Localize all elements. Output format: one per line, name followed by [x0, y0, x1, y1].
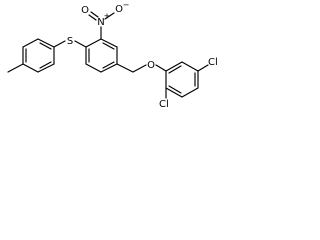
nitrogen-atom-label: N — [97, 17, 104, 28]
bond — [181, 87, 199, 98]
bond — [104, 12, 115, 20]
dichlorophenyl-ring — [165, 61, 209, 99]
double-bond — [168, 85, 182, 94]
methyl-bond — [7, 63, 24, 73]
bond — [165, 87, 183, 98]
toluene-ring — [7, 38, 55, 73]
double-bond — [88, 14, 97, 21]
bond — [100, 63, 118, 73]
double-bond — [102, 61, 115, 69]
bond — [85, 38, 102, 48]
bond — [165, 61, 183, 72]
bond — [37, 38, 55, 48]
central-ring — [85, 38, 118, 73]
bond — [22, 63, 39, 73]
bond — [85, 63, 102, 73]
sulfur-atom-label: S — [67, 36, 73, 47]
chlorine-top-label: Cl — [208, 57, 218, 68]
bond — [116, 63, 134, 73]
nitro-group — [88, 11, 115, 40]
nitrogen-charge: + — [104, 12, 111, 21]
bond — [53, 40, 66, 48]
double-bond — [168, 65, 182, 74]
molecule-structure: S N + O − O O Cl Cl — [7, 1, 218, 110]
nitro-oxygen-top-label: O — [115, 4, 123, 15]
double-bond — [102, 42, 115, 50]
bond — [132, 64, 147, 73]
chlorine-bottom-label: Cl — [159, 99, 169, 110]
nitro-oxygen-top-charge: − — [123, 1, 130, 10]
bond — [197, 64, 209, 72]
ether-oxygen-label: O — [147, 60, 155, 71]
bond — [74, 40, 87, 48]
bond — [100, 38, 118, 48]
bond — [37, 63, 55, 73]
bond — [22, 38, 39, 48]
double-bond — [39, 42, 52, 50]
bond — [155, 64, 167, 72]
double-bond — [90, 11, 99, 18]
double-bond — [39, 61, 52, 69]
bond — [181, 61, 199, 72]
nitro-oxygen-left-label: O — [81, 5, 89, 16]
